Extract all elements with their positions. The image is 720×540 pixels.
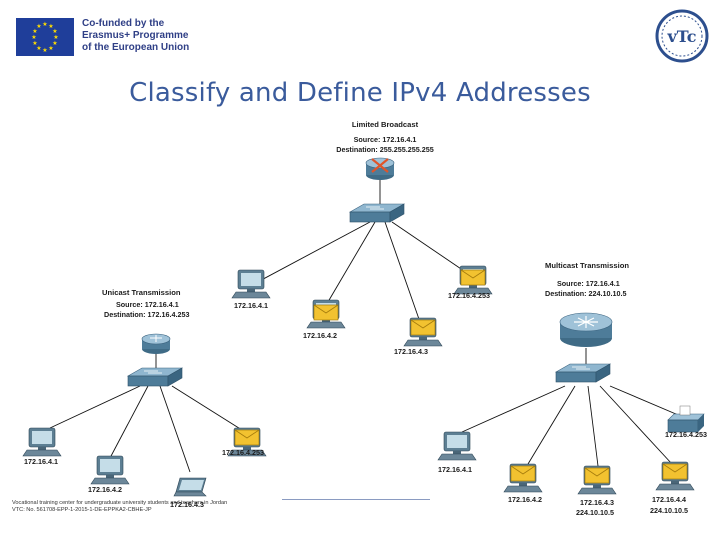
svg-text:★: ★ bbox=[36, 45, 41, 52]
eu-flag-logo: ★★★ ★★★ ★★★ ★★★ bbox=[16, 18, 74, 56]
host-label: 172.16.4.253 bbox=[222, 448, 264, 457]
svg-text:★: ★ bbox=[48, 23, 53, 30]
link-line bbox=[384, 221, 421, 323]
envelope-icon bbox=[584, 467, 610, 484]
page-title: Classify and Define IPv4 Addresses bbox=[129, 78, 591, 108]
router-with-x-icon bbox=[365, 157, 395, 180]
link-line bbox=[171, 385, 243, 431]
host-label: 172.16.4.3 bbox=[580, 498, 614, 507]
host-label: 172.16.4.2 bbox=[508, 495, 542, 504]
broadcast-links bbox=[251, 180, 471, 323]
unicast-destination: Destination: 172.16.4.253 bbox=[104, 310, 190, 319]
broadcast-labels: Limited Broadcast Source: 172.16.4.1 Des… bbox=[234, 120, 490, 356]
svg-text:★: ★ bbox=[53, 34, 58, 41]
multicast-labels: Multicast Transmission Source: 172.16.4.… bbox=[438, 261, 707, 517]
host-label: 224.10.10.5 bbox=[650, 506, 688, 515]
router-icon bbox=[559, 312, 613, 347]
link-line bbox=[391, 221, 471, 276]
link-line bbox=[587, 385, 599, 467]
svg-text:★: ★ bbox=[42, 21, 47, 28]
host-label: 172.16.4.2 bbox=[88, 485, 122, 494]
svg-text:★: ★ bbox=[32, 28, 37, 35]
svg-text:★: ★ bbox=[52, 40, 57, 47]
printer-icon bbox=[667, 405, 705, 433]
switch-icon bbox=[349, 203, 405, 223]
svg-text:★: ★ bbox=[52, 28, 57, 35]
envelope-icon bbox=[234, 429, 260, 446]
svg-text:★: ★ bbox=[42, 47, 47, 54]
unicast-links bbox=[49, 352, 243, 473]
multicast-links bbox=[461, 348, 691, 467]
host-label: 172.16.4.2 bbox=[303, 331, 337, 340]
multicast-destination: Destination: 224.10.10.5 bbox=[545, 289, 627, 298]
envelope-icon bbox=[662, 463, 688, 480]
divider bbox=[282, 499, 430, 500]
unicast-labels: Unicast Transmission Source: 172.16.4.1 … bbox=[24, 288, 264, 509]
pc-icon bbox=[90, 455, 130, 485]
link-line bbox=[109, 385, 149, 459]
link-line bbox=[159, 385, 191, 473]
host-label: 172.16.4.1 bbox=[24, 457, 58, 466]
broadcast-title: Limited Broadcast bbox=[352, 120, 419, 129]
svg-text:★: ★ bbox=[48, 45, 53, 52]
link-line bbox=[527, 385, 576, 465]
envelope-icon bbox=[510, 465, 536, 482]
multicast-source: Source: 172.16.4.1 bbox=[557, 279, 620, 288]
host-label: 172.16.4.253 bbox=[448, 291, 490, 300]
envelope-icon bbox=[313, 304, 339, 321]
host-label: 172.16.4.4 bbox=[652, 495, 686, 504]
footer-line: Vocational training center for undergrad… bbox=[12, 500, 228, 506]
envelope-icon bbox=[460, 269, 486, 286]
svg-text:★: ★ bbox=[31, 34, 36, 41]
switch-icon bbox=[127, 367, 183, 387]
footer-text: Vocational training center for undergrad… bbox=[12, 500, 227, 514]
footer-line: VTC: No. 561708-EPP-1-2015-1-DE-EPPKA2-C… bbox=[12, 507, 152, 513]
host-label: 172.16.4.253 bbox=[665, 430, 707, 439]
laptop-icon bbox=[173, 477, 207, 497]
host-label: 172.16.4.1 bbox=[438, 465, 472, 474]
multicast-title: Multicast Transmission bbox=[545, 261, 629, 270]
link-line bbox=[599, 385, 673, 465]
pc-icon bbox=[231, 269, 271, 299]
pc-icon bbox=[437, 431, 477, 461]
eu-text-line: of the European Union bbox=[82, 42, 190, 53]
link-line bbox=[324, 221, 376, 308]
eu-text-line: Erasmus+ Programme bbox=[82, 30, 189, 41]
switch-icon bbox=[555, 363, 611, 383]
svg-text:★: ★ bbox=[32, 40, 37, 47]
host-label: 172.16.4.3 bbox=[170, 500, 204, 509]
unicast-title: Unicast Transmission bbox=[102, 288, 181, 297]
svg-text:vTc: vTc bbox=[666, 27, 696, 46]
broadcast-source: Source: 172.16.4.1 bbox=[354, 135, 417, 144]
unicast-source: Source: 172.16.4.1 bbox=[116, 300, 179, 309]
eu-text-line: Co-funded by the bbox=[82, 18, 165, 29]
router-icon bbox=[141, 333, 171, 354]
link-line bbox=[49, 385, 141, 429]
link-line bbox=[461, 385, 566, 433]
host-label: 224.10.10.5 bbox=[576, 508, 614, 517]
link-line bbox=[251, 221, 371, 286]
eu-funding-text: Co-funded by the Erasmus+ Programme of t… bbox=[82, 18, 189, 54]
host-label: 172.16.4.3 bbox=[394, 347, 428, 356]
envelope-icon bbox=[410, 319, 436, 336]
pc-icon bbox=[22, 427, 62, 457]
broadcast-destination: Destination: 255.255.255.255 bbox=[336, 145, 433, 154]
svg-text:★: ★ bbox=[36, 23, 41, 30]
vtc-logo: vTc bbox=[654, 8, 710, 64]
host-label: 172.16.4.1 bbox=[234, 301, 268, 310]
